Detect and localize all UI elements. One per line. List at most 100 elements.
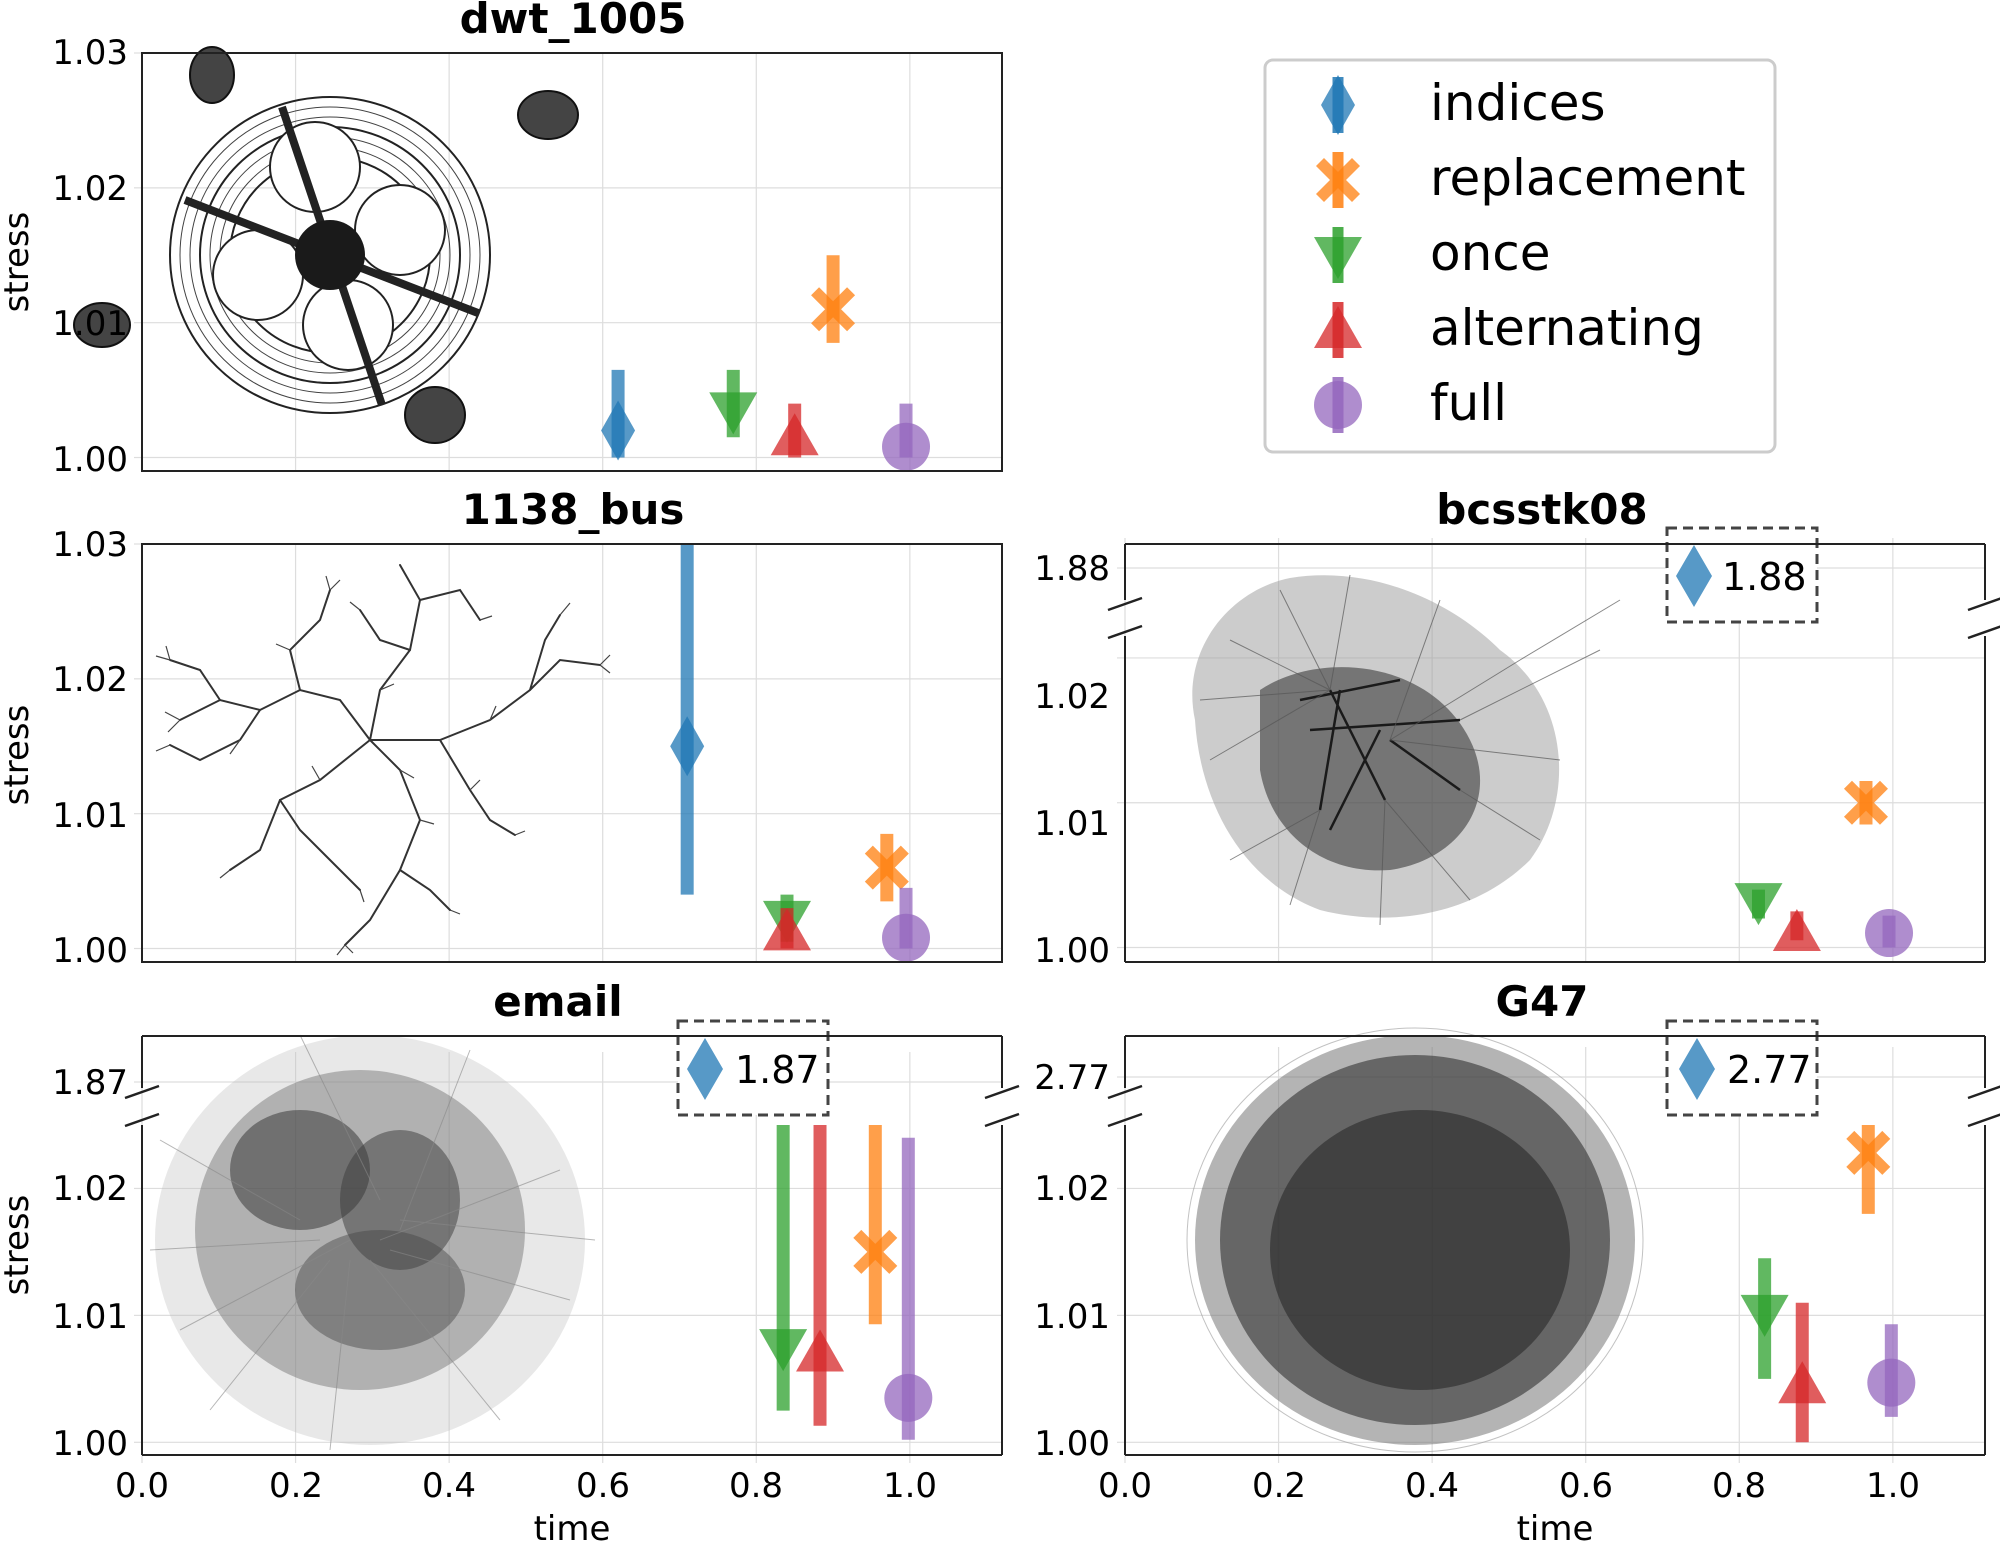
panel-g47-marks bbox=[1740, 1125, 1916, 1443]
marker-alternating bbox=[763, 908, 811, 951]
legend-marker-indices bbox=[1321, 75, 1355, 135]
marker-alternating bbox=[770, 413, 819, 456]
ytick-label: 1.02 bbox=[52, 660, 128, 700]
axis-break-marks bbox=[124, 1084, 1020, 1128]
marker-alternating bbox=[1772, 909, 1821, 952]
legend-label-once: once bbox=[1430, 224, 1551, 282]
panel-bcs-title: bcsstk08 bbox=[1436, 485, 1647, 534]
panel-dwt-yticks: 1.00 1.01 1.02 1.03 bbox=[52, 33, 128, 480]
ytick-label: 1.02 bbox=[52, 1169, 128, 1209]
outlier-value-label: 1.88 bbox=[1722, 555, 1807, 599]
panel-bcs: bcsstk08 1.88 1.00 1.01 1.02 1.88 bbox=[1034, 485, 2000, 971]
legend-label-replacement: replacement bbox=[1430, 149, 1746, 207]
panel-g47-xticks: 0.0 0.2 0.4 0.6 0.8 1.0 bbox=[1098, 1466, 1920, 1506]
ytick-label: 1.01 bbox=[52, 796, 128, 836]
axis-break-marks bbox=[1107, 1084, 2000, 1128]
legend-marker-full bbox=[1314, 381, 1362, 429]
ytick-label: 1.00 bbox=[52, 931, 128, 971]
panel-bus-yticks: 1.00 1.01 1.02 1.03 bbox=[52, 525, 128, 971]
panel-g47-title: G47 bbox=[1496, 977, 1589, 1026]
ytick-label: 1.03 bbox=[52, 525, 128, 565]
marker-indices bbox=[601, 400, 636, 461]
xtick-label: 0.2 bbox=[1252, 1466, 1306, 1506]
panel-email-ylabel: stress bbox=[0, 1195, 37, 1296]
marker-full bbox=[882, 913, 931, 962]
legend-label-indices: indices bbox=[1430, 74, 1606, 132]
ytick-label-upper: 1.87 bbox=[52, 1063, 128, 1103]
ytick-label-upper: 1.88 bbox=[1034, 549, 1110, 589]
graph-thumbnail-bus bbox=[169, 564, 601, 946]
legend-markers bbox=[1314, 75, 1362, 433]
panel-email-xlabel: time bbox=[534, 1509, 611, 1543]
legend-box bbox=[1263, 58, 1777, 454]
axis-break-marks bbox=[1107, 596, 2000, 640]
outlier-diamond-marker bbox=[1679, 1038, 1715, 1100]
panel-email: email stress 1.87 1.00 1.01 1.02 1.87 0.… bbox=[0, 977, 1020, 1543]
panel-bus-grid bbox=[134, 543, 1002, 962]
xtick-label: 1.0 bbox=[1866, 1466, 1920, 1506]
graph-thumbnail-dwt bbox=[73, 46, 579, 444]
panel-g47-xlabel: time bbox=[1517, 1509, 1594, 1543]
ytick-label: 1.02 bbox=[1034, 1169, 1110, 1209]
panel-email-frame bbox=[141, 1035, 1003, 1456]
marker-alternating bbox=[1778, 1361, 1827, 1404]
ytick-label: 1.01 bbox=[1034, 1297, 1110, 1337]
marker-alternating bbox=[796, 1329, 845, 1372]
legend-label-alternating: alternating bbox=[1430, 299, 1704, 357]
xtick-label: 0.4 bbox=[422, 1466, 476, 1506]
xtick-label: 0.6 bbox=[1559, 1466, 1613, 1506]
legend-label-full: full bbox=[1430, 374, 1507, 432]
xtick-label: 1.0 bbox=[883, 1466, 937, 1506]
panel-bus-ylabel: stress bbox=[0, 705, 37, 806]
ytick-label: 1.03 bbox=[52, 33, 128, 73]
marker-full bbox=[884, 1373, 933, 1422]
legend-marker-alternating bbox=[1314, 306, 1362, 348]
xtick-label: 0.2 bbox=[269, 1466, 323, 1506]
outlier-diamond-marker bbox=[687, 1038, 723, 1100]
marker-full bbox=[1867, 1358, 1916, 1407]
panel-bcs-frame bbox=[1124, 543, 1986, 963]
ytick-label: 1.02 bbox=[52, 169, 128, 209]
xtick-label: 0.4 bbox=[1405, 1466, 1459, 1506]
panel-bcs-marks bbox=[1734, 780, 1914, 958]
ytick-label: 1.01 bbox=[1034, 804, 1110, 844]
panel-dwt-frame bbox=[141, 52, 1003, 472]
marker-once bbox=[1740, 1294, 1789, 1337]
panel-dwt-title: dwt_1005 bbox=[460, 0, 687, 43]
outlier-value-label: 1.87 bbox=[735, 1048, 820, 1092]
panel-bcs-outlier: 1.88 bbox=[1665, 526, 1819, 624]
marker-once bbox=[759, 1329, 808, 1372]
panel-g47-yticks: 1.00 1.01 1.02 2.77 bbox=[1034, 1058, 1110, 1464]
ytick-label-upper: 2.77 bbox=[1034, 1058, 1110, 1098]
panel-dwt-marks bbox=[601, 255, 931, 471]
ytick-label: 1.00 bbox=[1034, 1424, 1110, 1464]
marker-replacement bbox=[864, 845, 909, 890]
panel-bus: 1138_bus stress 1.00 1.01 1.02 bbox=[0, 485, 1003, 971]
marker-full bbox=[1865, 909, 1914, 958]
panel-email-title: email bbox=[493, 977, 622, 1026]
legend-marker-once bbox=[1314, 237, 1362, 279]
xtick-label: 0.8 bbox=[1712, 1466, 1766, 1506]
panel-dwt: dwt_1005 stress bbox=[0, 0, 1003, 480]
marker-replacement bbox=[1846, 1130, 1891, 1175]
marker-indices bbox=[670, 716, 705, 777]
graph-thumbnail-email bbox=[149, 1034, 596, 1451]
xtick-label: 0.8 bbox=[729, 1466, 783, 1506]
xtick-label: 0.6 bbox=[576, 1466, 630, 1506]
ytick-label: 1.01 bbox=[52, 1297, 128, 1337]
marker-replacement bbox=[1843, 780, 1888, 825]
ytick-label: 1.00 bbox=[52, 440, 128, 480]
xtick-label: 0.0 bbox=[1098, 1466, 1152, 1506]
panel-email-xticks: 0.0 0.2 0.4 0.6 0.8 1.0 bbox=[115, 1466, 937, 1506]
outlier-value-label: 2.77 bbox=[1727, 1048, 1812, 1092]
marker-once bbox=[1734, 883, 1783, 926]
panel-bus-marks bbox=[670, 544, 931, 962]
panel-email-yticks: 1.00 1.01 1.02 1.87 bbox=[52, 1063, 128, 1464]
graph-thumbnail-g47 bbox=[1186, 1027, 1644, 1453]
marker-replacement bbox=[853, 1229, 898, 1274]
marker-once bbox=[709, 392, 758, 435]
ytick-label: 1.01 bbox=[52, 304, 128, 344]
marker-replacement bbox=[811, 287, 856, 332]
xtick-label: 0.0 bbox=[115, 1466, 169, 1506]
